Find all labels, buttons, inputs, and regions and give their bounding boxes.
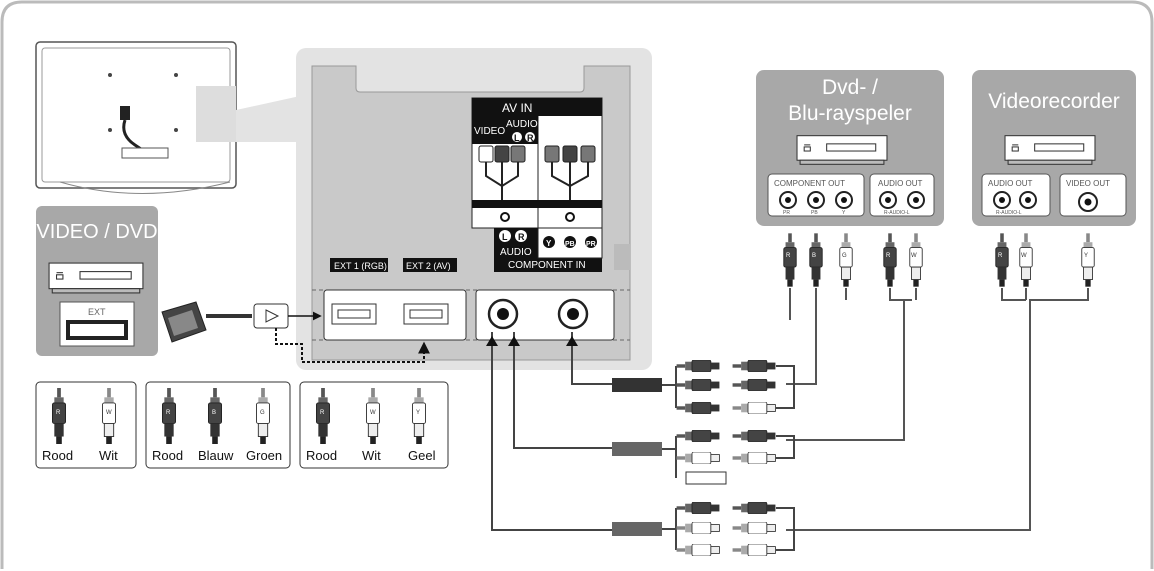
legend-label-rood: Rood bbox=[152, 448, 183, 463]
legend-box-av bbox=[299, 381, 449, 469]
ext1-label: EXT 1 (RGB) bbox=[334, 261, 387, 271]
ext2-label: EXT 2 (AV) bbox=[406, 261, 451, 271]
breakout-cable-audio bbox=[612, 430, 795, 485]
dvd-title-line1: Dvd- / bbox=[821, 76, 878, 99]
legend-plug-letter-red: R bbox=[320, 410, 325, 416]
video-label: VIDEO bbox=[474, 126, 505, 137]
plug-letter-blue: B bbox=[812, 253, 816, 259]
l-label-top: L bbox=[514, 133, 520, 143]
legend-box-component bbox=[145, 381, 291, 469]
av-in-label: AV IN bbox=[502, 101, 532, 115]
legend-label-groen: Groen bbox=[246, 448, 282, 463]
plug-letter-red: R bbox=[786, 253, 791, 259]
l-label: L bbox=[502, 232, 508, 242]
pb-label: PB bbox=[565, 241, 575, 248]
plug-letter-green: G bbox=[842, 253, 847, 259]
vcr-audio-sub-label: R-AUDIO-L bbox=[996, 210, 1022, 216]
legend-plug-letter-white: W bbox=[370, 410, 376, 416]
vcr-video-out-label: VIDEO OUT bbox=[1066, 179, 1110, 188]
dvd-audio-out-label: AUDIO OUT bbox=[878, 179, 923, 188]
breakout-cable-component bbox=[612, 360, 795, 414]
dvd-pr-label: PR bbox=[783, 210, 790, 216]
r-label-top: R bbox=[527, 133, 534, 143]
plug-letter-red: R bbox=[998, 253, 1003, 259]
legend-label-wit: Wit bbox=[99, 448, 118, 463]
legend-plug-letter-red: R bbox=[56, 410, 61, 416]
dvd-audio-sub-label: R-AUDIO-L bbox=[884, 210, 910, 216]
audio-bottom-label: AUDIO bbox=[500, 247, 532, 258]
breakout-cable-vcr bbox=[612, 502, 795, 556]
y-label: Y bbox=[546, 239, 552, 248]
legend-plug-letter-green: G bbox=[260, 410, 265, 416]
audio-top-label: AUDIO bbox=[506, 119, 538, 130]
legend-label-rood: Rood bbox=[42, 448, 73, 463]
component-out-label: COMPONENT OUT bbox=[774, 179, 845, 188]
plug-letter-red: R bbox=[886, 253, 891, 259]
r-label: R bbox=[518, 232, 525, 242]
legend-label-blauw: Blauw bbox=[198, 448, 234, 463]
legend-label-wit: Wit bbox=[362, 448, 381, 463]
legend-plug-letter-red: R bbox=[166, 410, 171, 416]
vcr-audio-out-label: AUDIO OUT bbox=[988, 179, 1033, 188]
video-dvd-title: VIDEO / DVD bbox=[36, 221, 158, 243]
component-in-label: COMPONENT IN bbox=[508, 260, 586, 271]
dvd-title-line2: Blu-rayspeler bbox=[788, 102, 912, 125]
legend-plug-letter-yellow: Y bbox=[416, 410, 420, 416]
dvd-pb-label: PB bbox=[811, 210, 818, 216]
plug-letter-white: W bbox=[1021, 253, 1027, 259]
legend-box-audio bbox=[35, 381, 137, 469]
legend-label-rood: Rood bbox=[306, 448, 337, 463]
legend-label-geel: Geel bbox=[408, 448, 436, 463]
plug-letter-white: W bbox=[911, 253, 917, 259]
pr-label: PR bbox=[586, 241, 596, 248]
ext-port-label: EXT bbox=[88, 307, 106, 317]
vcr-title: Videorecorder bbox=[988, 90, 1120, 113]
tv-rear-illustration bbox=[35, 41, 300, 194]
dvd-y-label: Y bbox=[842, 210, 846, 216]
legend-plug-letter-blue: B bbox=[212, 410, 216, 416]
plug-letter-yellow: Y bbox=[1084, 253, 1088, 259]
legend-plug-letter-white: W bbox=[106, 410, 112, 416]
